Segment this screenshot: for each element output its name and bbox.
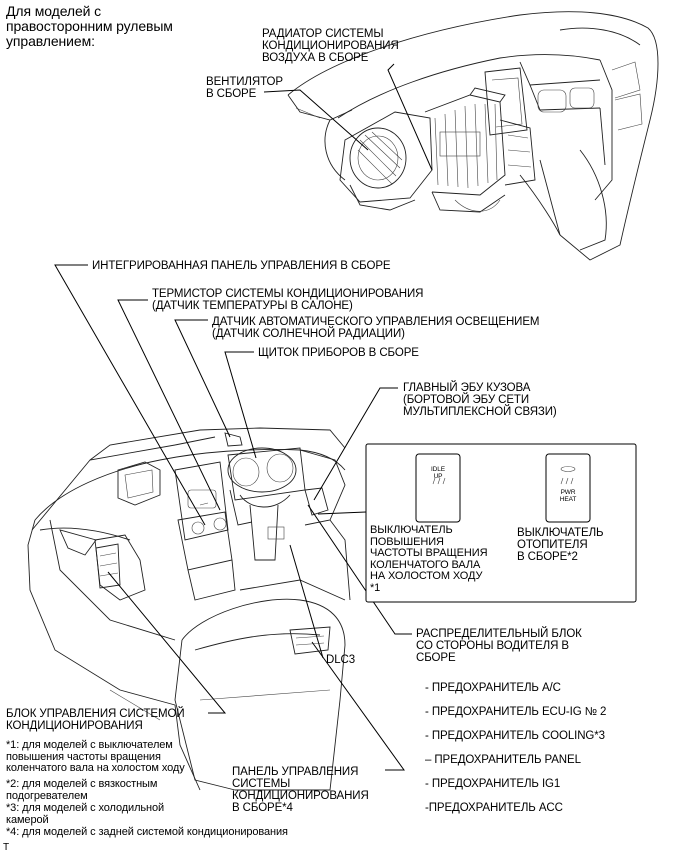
top-dashboard-illustration	[287, 11, 659, 261]
fuse-2: - ПРЕДОХРАНИТЕЛЬ COOLING*3	[425, 730, 605, 742]
radiator-label: РАДИАТОР СИСТЕМЫ КОНДИЦИОНИРОВАНИЯ ВОЗДУ…	[262, 28, 399, 64]
footnote-4: *4: для моделей с задней системой кондиц…	[6, 826, 288, 838]
junction-block-label: РАСПРЕДЕЛИТЕЛЬНЫЙ БЛОК СО СТОРОНЫ ВОДИТЕ…	[416, 628, 582, 664]
idle-up-icon-text: IDLE UP	[430, 466, 446, 480]
corner-mark: T	[3, 842, 10, 853]
integrated-panel-label: ИНТЕГРИРОВАННАЯ ПАНЕЛЬ УПРАВЛЕНИЯ В СБОР…	[92, 260, 391, 272]
fuse-1: - ПРЕДОХРАНИТЕЛЬ ECU-IG № 2	[425, 706, 607, 718]
main-interior-illustration	[27, 427, 351, 791]
ac-ecu-label: БЛОК УПРАВЛЕНИЯ СИСТЕМОЙ КОНДИЦИОНИРОВАН…	[6, 708, 185, 732]
footnote-3: *3: для моделей с холодильной камерой	[6, 802, 165, 826]
meter-label: ЩИТОК ПРИБОРОВ В СБОРЕ	[258, 347, 419, 359]
dlc3-label: DLC3	[326, 654, 356, 666]
top-leader-lines	[263, 63, 433, 171]
main-ecu-label: ГЛАВНЫЙ ЭБУ КУЗОВА (БОРТОВОЙ ЭБУ СЕТИ МУ…	[403, 382, 557, 418]
heater-switch-label: ВЫКЛЮЧАТЕЛЬ ОТОПИТЕЛЯ В СБОРЕ*2	[517, 527, 604, 563]
blower-label: ВЕНТИЛЯТОР В СБОРЕ	[206, 76, 283, 100]
footnote-1: *1: для моделей с выключателем повышения…	[6, 739, 185, 774]
fuse-0: - ПРЕДОХРАНИТЕЛЬ A/C	[425, 682, 561, 694]
footnote-2: *2: для моделей с вязкостным подогревате…	[6, 778, 158, 802]
pwr-heat-icon-text: PWR HEAT	[559, 489, 577, 503]
main-leader-lines	[54, 264, 412, 771]
rear-panel-label: ПАНЕЛЬ УПРАВЛЕНИЯ СИСТЕМЫ КОНДИЦИОНИРОВА…	[232, 766, 369, 814]
fuse-5: -ПРЕДОХРАНИТЕЛЬ ACC	[425, 802, 563, 814]
fuse-4: - ПРЕДОХРАНИТЕЛЬ IG1	[425, 778, 561, 790]
fuse-3: – ПРЕДОХРАНИТЕЛЬ PANEL	[425, 754, 581, 766]
top-model-note: Для моделей с правосторонним рулевым упр…	[6, 3, 173, 49]
thermistor-label: ТЕРМИСТОР СИСТЕМЫ КОНДИЦИОНИРОВАНИЯ (ДАТ…	[152, 288, 424, 312]
light-sensor-label: ДАТЧИК АВТОМАТИЧЕСКОГО УПРАВЛЕНИЯ ОСВЕЩЕ…	[212, 316, 540, 340]
switch-box	[365, 443, 637, 603]
idle-switch-label: ВЫКЛЮЧАТЕЛЬ ПОВЫШЕНИЯ ЧАСТОТЫ ВРАЩЕНИЯ К…	[370, 524, 488, 594]
